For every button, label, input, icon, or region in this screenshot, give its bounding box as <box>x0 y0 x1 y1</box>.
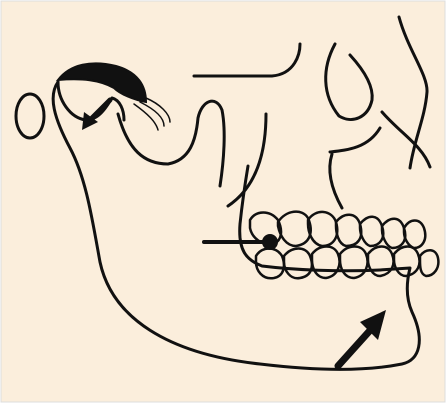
teeth-contact-arrow-head <box>262 234 278 250</box>
